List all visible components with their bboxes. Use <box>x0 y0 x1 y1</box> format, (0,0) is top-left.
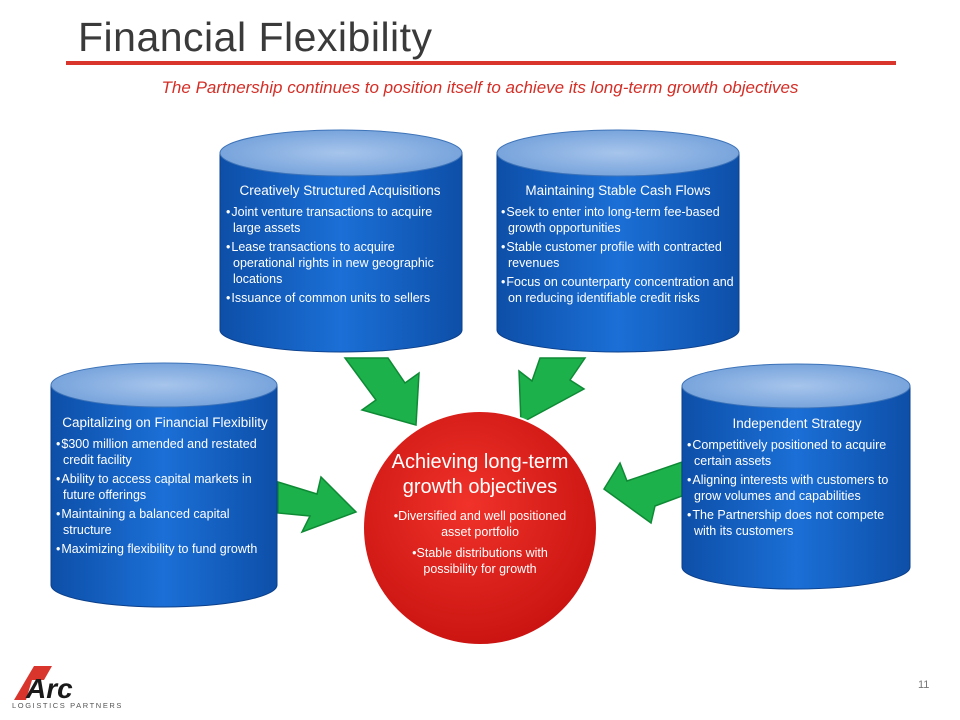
arrow-from-financial <box>277 475 358 534</box>
center-bullet: Stable distributions with possibility fo… <box>384 545 576 577</box>
logo-tagline: LOGISTICS PARTNERS <box>12 701 124 710</box>
center-heading: Achieving long-term growth objectives <box>391 451 569 498</box>
center-bullet: Diversified and well positioned asset po… <box>384 508 576 540</box>
center-bullets: Diversified and well positioned asset po… <box>384 508 576 577</box>
page-number: 11 <box>918 679 930 691</box>
financial-bullet: Maintaining a balanced capital structure <box>54 506 276 538</box>
independent-heading: Independent Strategy <box>732 416 862 431</box>
financial-bullet: $300 million amended and restated credit… <box>54 436 276 468</box>
cashflows-bullet: Stable customer profile with contracted … <box>499 239 737 271</box>
arc-logo: Arc <box>12 664 100 704</box>
independent-content: Independent Strategy Competitively posit… <box>685 416 909 542</box>
financial-bullets: $300 million amended and restated credit… <box>54 436 276 557</box>
acquisitions-bullet: Joint venture transactions to acquire la… <box>224 204 456 236</box>
financial-bullet: Maximizing flexibility to fund growth <box>54 541 276 557</box>
financial-heading: Capitalizing on Financial Flexibility <box>62 415 268 430</box>
arrow-from-acquisitions <box>343 357 420 426</box>
independent-bullet: Aligning interests with customers to gro… <box>685 472 909 504</box>
acquisitions-content: Creatively Structured Acquisitions Joint… <box>224 183 456 309</box>
arrow-from-independent <box>602 460 683 525</box>
page-subtitle: The Partnership continues to position it… <box>161 78 799 97</box>
acquisitions-heading: Creatively Structured Acquisitions <box>239 183 441 198</box>
acquisitions-bullet: Lease transactions to acquire operationa… <box>224 239 456 287</box>
cashflows-bullets: Seek to enter into long-term fee-based g… <box>499 204 737 306</box>
cashflows-bullet: Focus on counterparty concentration and … <box>499 274 737 306</box>
center-content: Achieving long-term growth objectives Di… <box>372 450 588 582</box>
independent-bullet: Competitively positioned to acquire cert… <box>685 437 909 469</box>
acquisitions-bullet: Issuance of common units to sellers <box>224 290 456 306</box>
title-underline <box>66 61 896 65</box>
arrow-from-cashflows <box>518 357 587 425</box>
independent-bullets: Competitively positioned to acquire cert… <box>685 437 909 539</box>
arc-logo-wordmark: Arc <box>25 673 73 704</box>
acquisitions-bullets: Joint venture transactions to acquire la… <box>224 204 456 306</box>
cashflows-content: Maintaining Stable Cash Flows Seek to en… <box>499 183 737 309</box>
cashflows-bullet: Seek to enter into long-term fee-based g… <box>499 204 737 236</box>
financial-content: Capitalizing on Financial Flexibility $3… <box>54 415 276 560</box>
page-title: Financial Flexibility <box>78 14 433 60</box>
financial-bullet: Ability to access capital markets in fut… <box>54 471 276 503</box>
arc-logo-red-mark <box>14 666 52 700</box>
cashflows-heading: Maintaining Stable Cash Flows <box>525 183 711 198</box>
independent-bullet: The Partnership does not compete with it… <box>685 507 909 539</box>
